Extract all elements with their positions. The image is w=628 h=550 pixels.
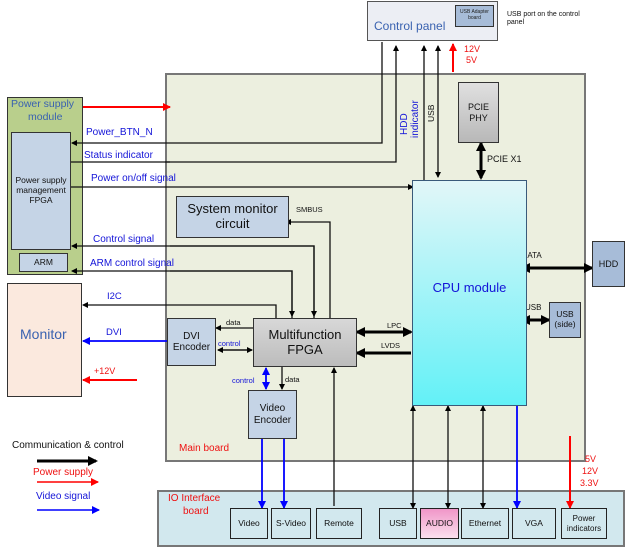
sata-label: SATA bbox=[522, 251, 542, 260]
plus12v-label: +12V bbox=[94, 366, 116, 376]
lpc-label: LPC bbox=[387, 321, 402, 330]
io-power-3v3: 3.3V bbox=[580, 478, 599, 488]
smbus-line bbox=[285, 219, 331, 318]
cpu-module-block: CPU module bbox=[412, 180, 527, 406]
monitor-label: Monitor bbox=[20, 326, 67, 342]
multifunction-fpga-block: Multifunction FPGA bbox=[253, 318, 357, 367]
legend-video-label: Video signal bbox=[36, 491, 91, 502]
video-encoder-label-1: Video bbox=[259, 403, 286, 414]
control-signal-line bbox=[71, 243, 315, 318]
video-data-label: data bbox=[285, 375, 300, 384]
dvi-encoder-label-2: Encoder bbox=[172, 342, 211, 353]
i2c-label: I2C bbox=[107, 291, 122, 302]
pcie-phy-label-2: PHY bbox=[469, 112, 488, 123]
legend-power-label: Power supply bbox=[33, 467, 94, 478]
dvi-data-label: data bbox=[226, 318, 241, 327]
usb-vertical-label: USB bbox=[426, 104, 436, 122]
psu-fpga-label: Power supply management FPGA bbox=[15, 175, 67, 205]
system-monitor-label-1: System monitor bbox=[187, 201, 278, 217]
io-port-usb: USB bbox=[379, 508, 417, 539]
psu-title-2: module bbox=[28, 111, 63, 123]
control-signal-label: Control signal bbox=[93, 234, 155, 245]
smbus-label: SMBUS bbox=[296, 205, 323, 214]
arm-control-label: ARM control signal bbox=[90, 258, 174, 269]
io-port-video: Video bbox=[230, 508, 268, 539]
pcie-x1-label: PCIE X1 bbox=[487, 154, 522, 164]
hdd-block: HDD bbox=[592, 241, 625, 287]
dvi-encoder-label-1: DVI bbox=[183, 330, 200, 342]
arm-control-line bbox=[71, 268, 293, 318]
system-monitor-block: System monitor circuit bbox=[176, 196, 289, 238]
usb-side-label-2: (side) bbox=[554, 319, 576, 329]
psu-management-fpga: Power supply management FPGA bbox=[11, 132, 71, 250]
io-port-vga: VGA bbox=[512, 508, 556, 539]
control-panel-title: Control panel bbox=[374, 19, 446, 33]
psu-to-fpga-line-1 bbox=[170, 245, 317, 317]
legend-communication-label: Communication & control bbox=[12, 440, 124, 451]
status-indicator-label: Status indicator bbox=[84, 150, 153, 161]
io-power-12v: 12V bbox=[582, 466, 599, 476]
control-panel-power-12v: 12V bbox=[464, 44, 481, 54]
io-power-5v: 5V bbox=[585, 454, 597, 464]
fpga-label-1: Multifunction bbox=[268, 326, 342, 342]
video-control-label: control bbox=[232, 376, 255, 385]
psu-to-fpga-line-2 bbox=[170, 270, 295, 317]
usb-adapter-board: USB Adapter board bbox=[455, 5, 494, 27]
hdd-indicator-label-2: indicator bbox=[410, 100, 421, 138]
pcie-phy-label-1: PCIE bbox=[467, 102, 489, 113]
io-board-title-1: IO Interface bbox=[168, 493, 221, 504]
power-btn-line bbox=[71, 42, 383, 146]
usb-side-label: USB bbox=[525, 303, 542, 312]
dvi-label: DVI bbox=[106, 327, 122, 338]
hdd-indicator-label-1: HDD bbox=[399, 113, 410, 135]
usb-side-block: USB (side) bbox=[549, 302, 581, 338]
psu-title-1: Power supply bbox=[11, 98, 75, 110]
arm-block: ARM bbox=[19, 253, 68, 272]
power-btn-label: Power_BTN_N bbox=[86, 127, 153, 138]
cpu-module-label: CPU module bbox=[432, 280, 507, 295]
video-encoder-label-2: Encoder bbox=[253, 414, 292, 426]
dvi-encoder-block: DVI Encoder bbox=[167, 318, 216, 366]
pcie-phy-block: PCIE PHY bbox=[458, 82, 499, 143]
main-board-label: Main board bbox=[179, 443, 230, 454]
io-port-remote: Remote bbox=[316, 508, 362, 539]
io-port-audio: AUDIO bbox=[420, 508, 459, 539]
monitor-block bbox=[7, 283, 82, 397]
io-port-s-video: S-Video bbox=[271, 508, 311, 539]
video-encoder-block: Video Encoder bbox=[248, 390, 297, 439]
control-panel-power-5v: 5V bbox=[466, 55, 478, 65]
status-indicator-line bbox=[71, 45, 399, 163]
power-onoff-label: Power on/off signal bbox=[91, 173, 176, 184]
lvds-label: LVDS bbox=[381, 341, 401, 350]
fpga-label-2: FPGA bbox=[287, 341, 323, 357]
usb-side-label-1: USB bbox=[556, 309, 574, 320]
usb-port-note-1: USB port on the control panel bbox=[507, 11, 580, 27]
system-monitor-label-2: circuit bbox=[215, 216, 250, 231]
io-port-ethernet: Ethernet bbox=[461, 508, 509, 539]
io-board-title-2: board bbox=[183, 506, 209, 517]
io-port-power-indicators: Power indicators bbox=[561, 508, 607, 539]
dvi-control-label: control bbox=[218, 339, 241, 348]
i2c-line bbox=[82, 302, 277, 318]
